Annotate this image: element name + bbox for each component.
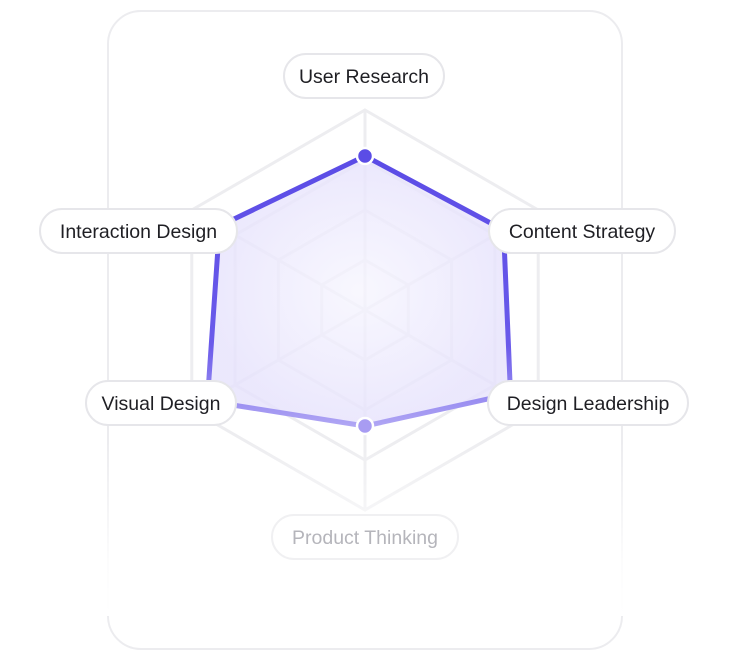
radar-area [204, 153, 513, 429]
axis-label-user-research: User Research [283, 53, 445, 99]
skills-radar-panel: User Research Content Strategy Design Le… [0, 10, 730, 650]
axis-label-design-leadership: Design Leadership [487, 380, 689, 426]
data-point-user-research [355, 146, 375, 166]
radar-data-series [204, 153, 513, 429]
axis-label-interaction-design: Interaction Design [39, 208, 238, 254]
axis-label-visual-design: Visual Design [85, 380, 237, 426]
axis-label-product-thinking: Product Thinking [271, 514, 459, 560]
data-point-product-thinking [355, 416, 375, 436]
axis-label-content-strategy: Content Strategy [488, 208, 676, 254]
